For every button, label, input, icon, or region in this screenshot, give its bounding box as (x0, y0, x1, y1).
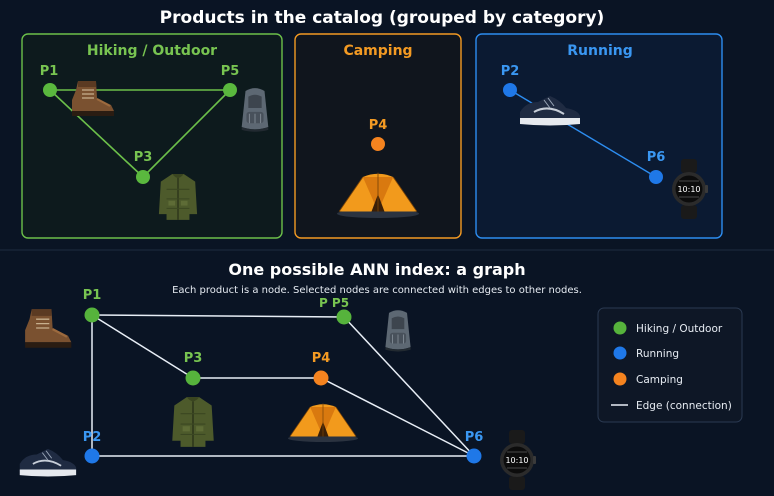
smartwatch-image-bottom-group: 10:10 (499, 430, 537, 490)
legend-hiking-label: Hiking / Outdoor (636, 323, 723, 335)
label-top-p6: P6 (647, 150, 666, 165)
hiking-boot-image-bottom (23, 308, 73, 349)
node-p3 (185, 370, 201, 386)
legend-camping-dot (613, 372, 627, 386)
group-running-label: Running (567, 43, 632, 59)
legend-box (597, 307, 743, 423)
node-top-p1 (43, 83, 57, 97)
label-top-p4: P4 (369, 118, 388, 133)
edge-p1-p3 (91, 314, 194, 379)
group-hiking-label: Hiking / Outdoor (87, 43, 217, 59)
node-p2 (84, 448, 100, 464)
watch-face-time-bottom: 10:10 (505, 456, 528, 465)
label-top-p2: P2 (501, 64, 520, 79)
running-shoe-image-bottom (18, 447, 78, 478)
label-p4: P4 (312, 351, 331, 366)
legend-running-dot (613, 346, 627, 360)
node-top-p5 (223, 83, 237, 97)
node-p6 (466, 448, 482, 464)
backpack-image-bottom (384, 309, 412, 353)
legend-hiking-dot (613, 321, 627, 335)
node-p1 (84, 307, 100, 323)
node-top-p4 (371, 137, 385, 151)
legend-running-label: Running (636, 348, 679, 360)
edge-p4-p6 (320, 377, 475, 457)
jacket-image-bottom (171, 396, 215, 448)
label-p3: P3 (184, 351, 203, 366)
edge-top-p5-p3 (142, 89, 231, 178)
label-top-p5: P5 (221, 64, 240, 79)
group-camping: Camping P4 (294, 33, 462, 239)
top-title: Products in the catalog (grouped by cate… (160, 8, 605, 28)
group-running: Running P2 P6 10:10 (475, 33, 723, 239)
label-p5: P P5 (319, 296, 349, 310)
ann-graph: P1 P P5 P3 P4 P2 P6 10:10 (18, 288, 537, 490)
bottom-subtitle: Each product is a node. Selected nodes a… (172, 285, 582, 296)
bottom-title: One possible ANN index: a graph (228, 260, 525, 279)
backpack-image (241, 87, 269, 133)
smartwatch-image-top: 10:10 (671, 159, 709, 219)
node-p4 (313, 370, 329, 386)
node-top-p6 (649, 170, 663, 184)
node-top-p2 (503, 83, 517, 97)
group-running-box (475, 33, 723, 239)
edge-p1-p5 (91, 314, 345, 318)
edge-top-p1-p3 (49, 89, 144, 178)
group-camping-box (294, 33, 462, 239)
label-top-p1: P1 (40, 64, 59, 79)
node-p5 (336, 309, 352, 325)
jacket-image (158, 173, 198, 221)
tent-image-bottom (287, 402, 359, 442)
group-hiking-box (21, 33, 283, 239)
group-hiking-outdoor: Hiking / Outdoor P1 P5 P3 (21, 33, 283, 239)
watch-face-time: 10:10 (677, 185, 700, 194)
legend-camping-label: Camping (636, 374, 683, 386)
label-p1: P1 (83, 288, 102, 303)
legend-edge-label: Edge (connection) (636, 400, 732, 412)
label-p6: P6 (465, 430, 484, 445)
node-top-p3 (136, 170, 150, 184)
edge-p5-p6 (343, 316, 475, 457)
group-camping-label: Camping (343, 43, 412, 59)
label-top-p3: P3 (134, 150, 153, 165)
legend: Hiking / Outdoor Running Camping Edge (c… (597, 307, 743, 423)
label-p2: P2 (83, 430, 102, 445)
